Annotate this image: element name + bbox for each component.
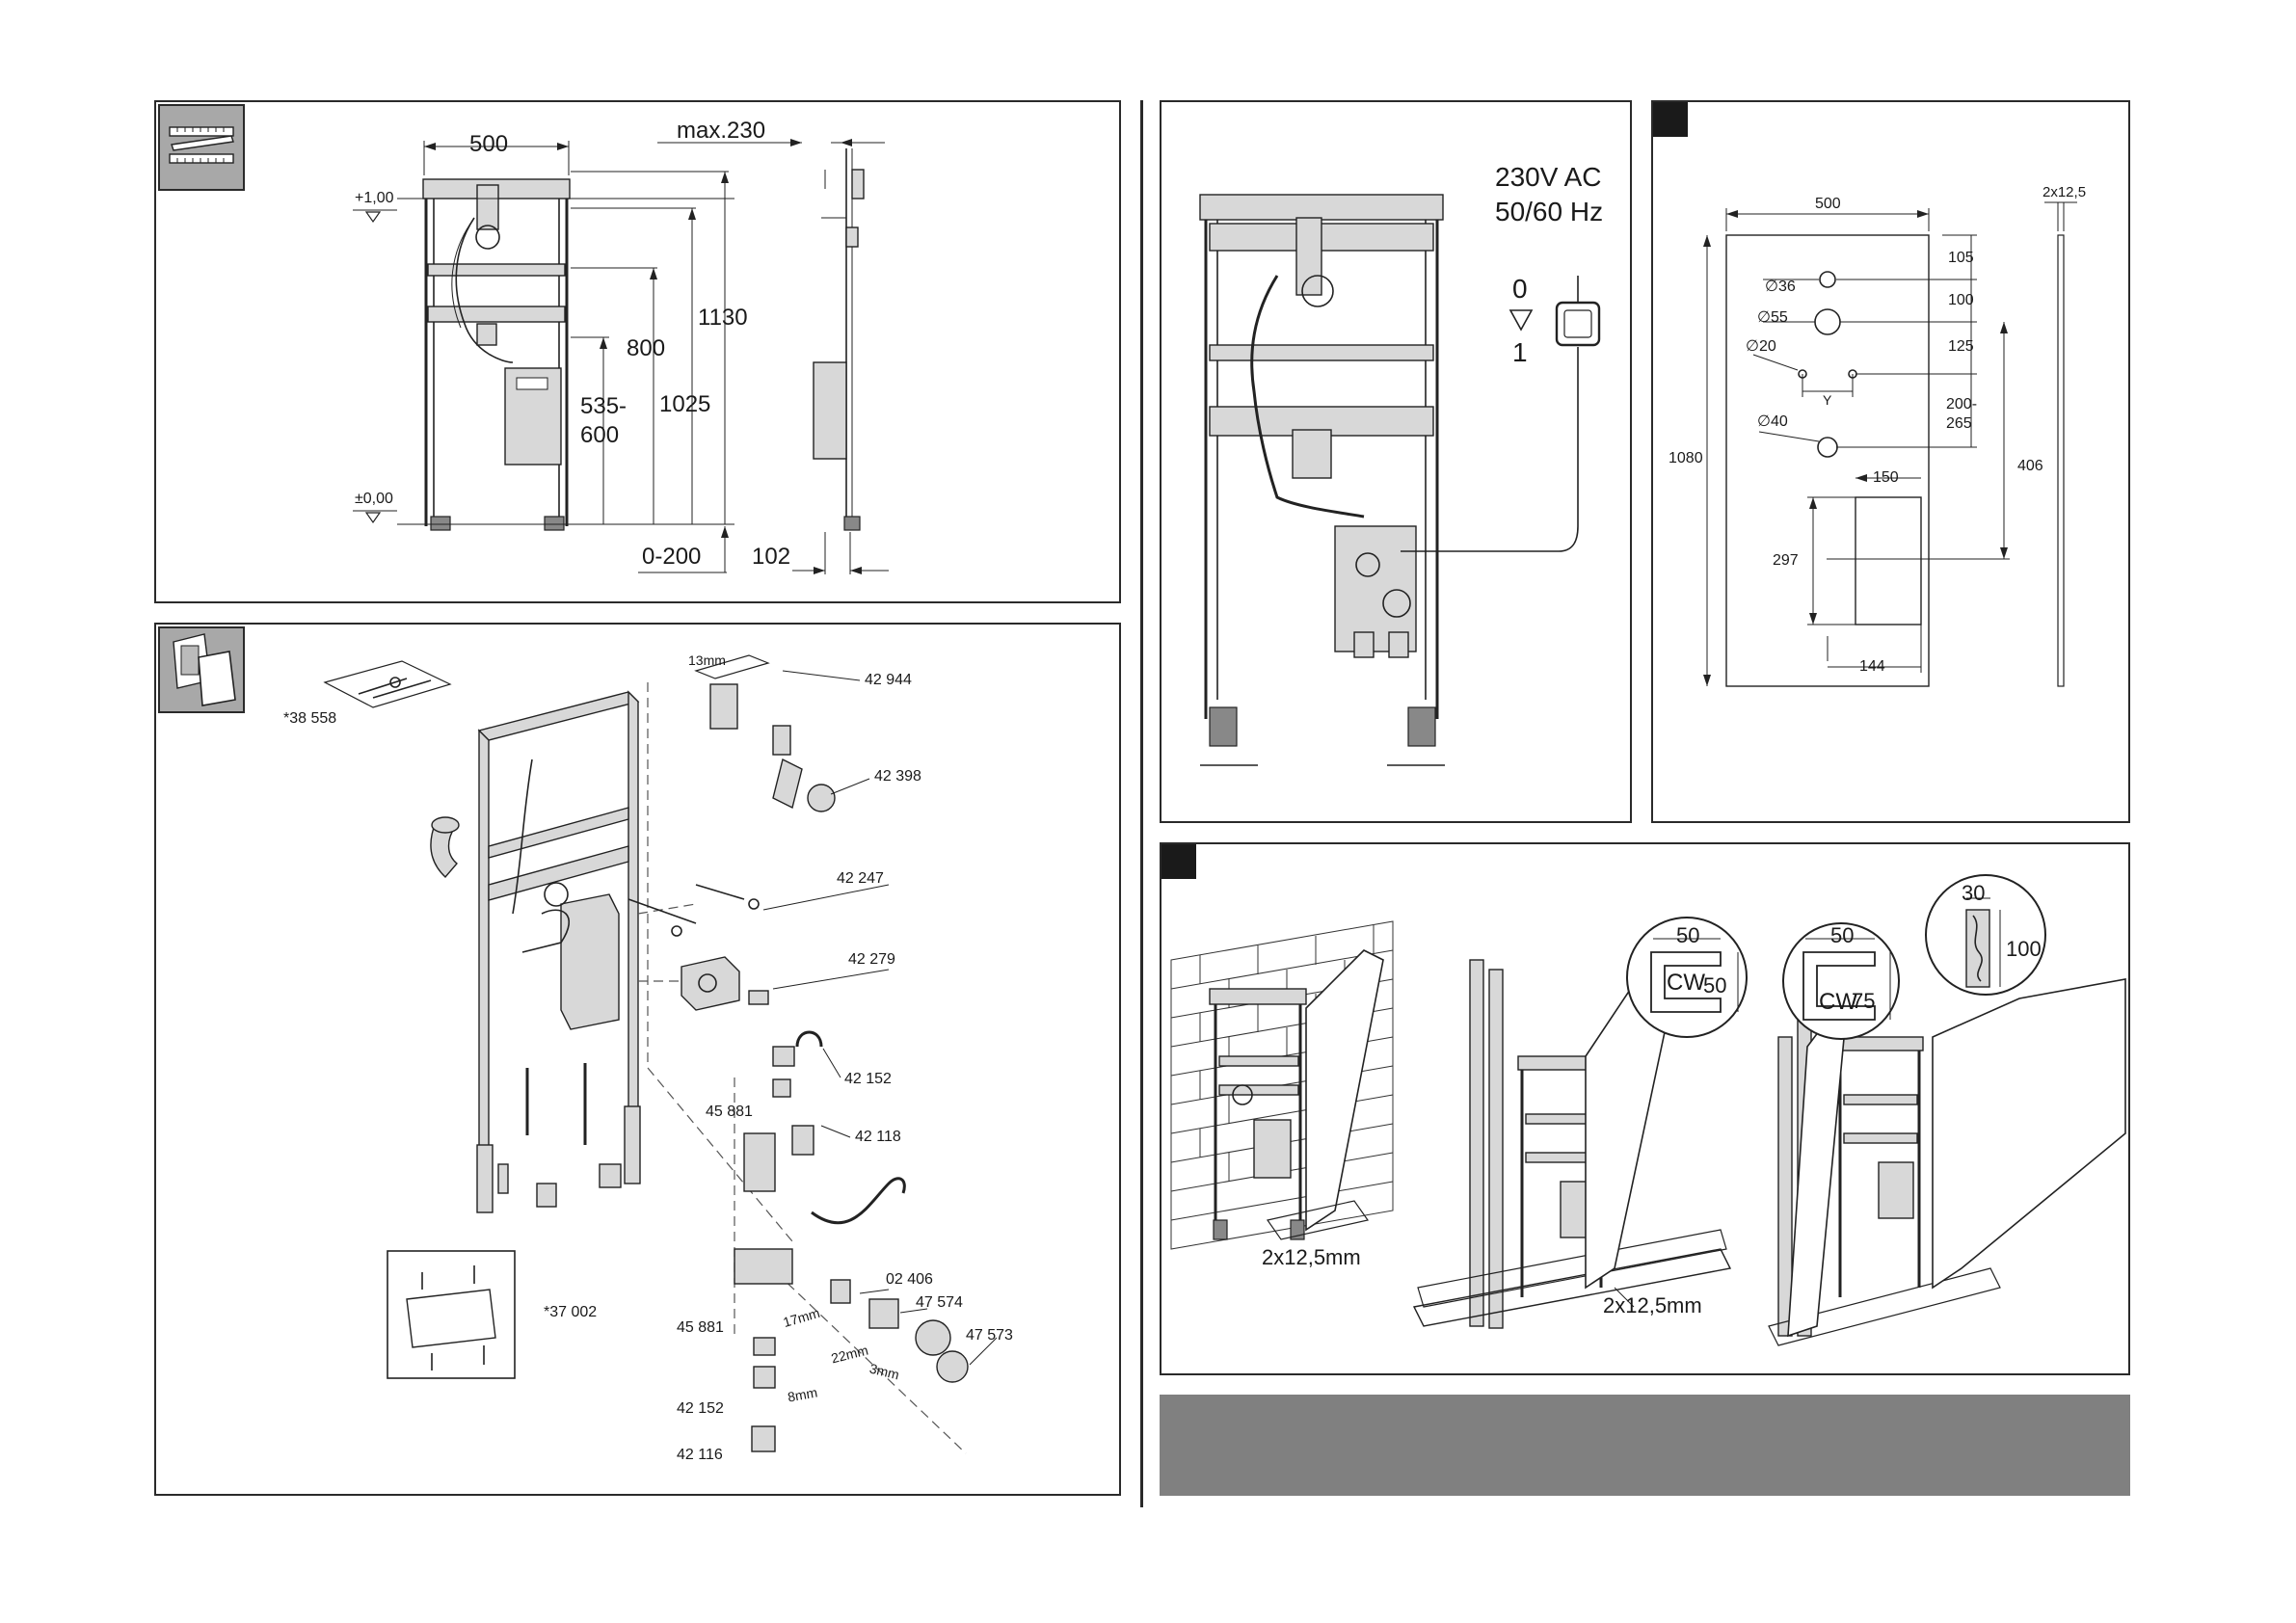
tpl-297: 297	[1773, 552, 1799, 569]
tpl-width: 500	[1815, 196, 1841, 212]
cw-label-a: CW	[1667, 970, 1705, 996]
board-label-b: 2x12,5mm	[1603, 1293, 1702, 1317]
installation-set-icon	[158, 626, 245, 713]
tpl-1080: 1080	[1669, 450, 1703, 466]
level-zero: ±0,00	[355, 491, 393, 507]
voltage-label: 230V AC	[1495, 162, 1602, 192]
tpl-board: 2x12,5	[2042, 184, 2087, 200]
tpl-dia40: ∅40	[1757, 413, 1788, 430]
tool-13mm: 13mm	[688, 652, 726, 668]
dim-600: 600	[580, 422, 620, 448]
tpl-265: 265	[1946, 415, 1972, 432]
tpl-200: 200-	[1946, 396, 1978, 412]
wood-width: 30	[1962, 881, 1986, 905]
page-divider	[1140, 100, 1143, 1507]
tpl-dia20: ∅20	[1746, 338, 1776, 355]
part-47574: 47 574	[916, 1294, 963, 1311]
tpl-144: 144	[1859, 658, 1885, 675]
panel-dimensions: 500 max.230 +1,00 ±0,00 800 1130 535- 60…	[154, 100, 1121, 603]
frame-front-side-drawing	[353, 139, 889, 574]
tpl-125: 125	[1948, 338, 1974, 355]
installation-drawing	[1170, 874, 2126, 1346]
tpl-dia55: ∅55	[1757, 309, 1788, 326]
panel-cutout-template: 500 2x12,5 105 100 125 200- 265 406 1080…	[1651, 100, 2130, 823]
part-47573: 47 573	[966, 1327, 1013, 1344]
part-38558: *38 558	[283, 710, 337, 727]
switch-on-label: 1	[1512, 337, 1528, 367]
step-marker	[1161, 844, 1196, 879]
part-42152-top: 42 152	[844, 1071, 892, 1087]
part-42944: 42 944	[865, 672, 912, 688]
switch-off-label: 0	[1512, 274, 1528, 304]
board-label-a: 2x12,5mm	[1262, 1245, 1361, 1269]
level-top: +1,00	[355, 190, 394, 206]
gray-bar	[1160, 1395, 2130, 1496]
tpl-150: 150	[1873, 469, 1899, 486]
dim-max-depth: max.230	[677, 118, 766, 144]
tpl-y: Y	[1823, 392, 1832, 408]
cw-height-a: 50	[1703, 973, 1727, 998]
part-02406: 02 406	[886, 1271, 933, 1288]
dim-width: 500	[469, 131, 509, 157]
part-42247: 42 247	[837, 870, 884, 887]
cw-width-a: 50	[1676, 923, 1700, 947]
cw-width-b: 50	[1830, 923, 1855, 947]
tpl-406: 406	[2017, 458, 2043, 474]
tpl-105: 105	[1948, 250, 1974, 266]
dim-535: 535-	[580, 393, 627, 419]
part-42116: 42 116	[677, 1447, 723, 1463]
tpl-100: 100	[1948, 292, 1974, 308]
part-45881-top: 45 881	[706, 1104, 753, 1120]
cw-height-b: 75	[1852, 989, 1876, 1013]
part-42118: 42 118	[855, 1129, 901, 1145]
frame-electrical-drawing	[1199, 194, 1601, 766]
part-45881-bottom: 45 881	[677, 1319, 724, 1336]
dim-1130: 1130	[698, 305, 748, 331]
wood-height: 100	[2006, 937, 2042, 961]
dim-depth: 102	[752, 544, 791, 570]
dim-800: 800	[627, 335, 666, 361]
measuring-rule-icon	[158, 104, 245, 191]
panel-electrical: 230V AC 50/60 Hz 0 1	[1160, 100, 1632, 823]
part-42279: 42 279	[848, 951, 895, 968]
step-marker	[1653, 102, 1688, 137]
dim-1025: 1025	[659, 391, 711, 417]
tpl-dia36: ∅36	[1765, 279, 1796, 295]
part-42398: 42 398	[874, 768, 921, 785]
cw-label-b: CW	[1819, 989, 1857, 1015]
part-37002: *37 002	[544, 1304, 598, 1320]
panel-parts: *38 558 13mm 42 944 42 398 42 247 42 279…	[154, 623, 1121, 1496]
dim-adjust: 0-200	[642, 544, 702, 570]
part-42152-bottom: 42 152	[677, 1400, 724, 1417]
panel-installation: 2x12,5mm 2x12,5mm CW 50 50 CW 50 75 30 1…	[1160, 842, 2130, 1375]
exploded-parts-drawing	[323, 654, 998, 1454]
frequency-label: 50/60 Hz	[1495, 197, 1604, 226]
cutout-template-drawing	[1703, 201, 2077, 687]
